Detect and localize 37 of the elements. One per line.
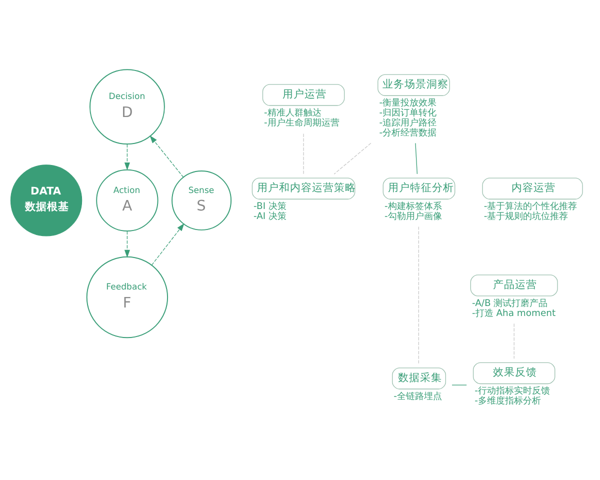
connector xyxy=(452,384,467,385)
arrow xyxy=(124,143,130,170)
node-box: 产品运营 xyxy=(470,274,558,296)
node-box: 效果反馈 xyxy=(472,362,556,384)
node-label: -A/B 测试打磨产品 xyxy=(472,297,548,308)
node-box: 数据采集 xyxy=(392,367,446,389)
connector xyxy=(415,142,418,174)
connector xyxy=(418,226,419,364)
node-label: -用户生命周期运营 xyxy=(264,116,340,128)
node-box: 内容运营 xyxy=(482,177,583,199)
node-box: 用户特征分析 xyxy=(382,177,456,199)
node-box: 用户运营 xyxy=(262,84,345,106)
node-label: -打造 Aha moment xyxy=(472,307,556,318)
node-label: -全链路埋点 xyxy=(394,390,442,402)
node-label: -分析经营数据 xyxy=(379,126,437,138)
node-label: -追踪用户路径 xyxy=(379,116,437,128)
connector xyxy=(303,132,304,174)
node-label: -构建标签体系 xyxy=(384,200,442,212)
node-label: -行动指标实时反馈 xyxy=(474,385,550,396)
node-circle: DATA 数据根基 xyxy=(10,164,82,236)
node-label: -AI 决策 xyxy=(254,210,287,222)
node-label: -基于算法的个性化推荐 xyxy=(484,200,578,212)
node-circle: Feedback F xyxy=(86,256,168,338)
arrow xyxy=(151,222,184,265)
node-box: 用户和内容运营策略 xyxy=(252,177,356,199)
connector xyxy=(334,142,372,174)
node-label: -多维度指标分析 xyxy=(474,395,541,406)
node-box: 业务场景洞察 xyxy=(378,74,450,96)
node-label: -精准人群触达 xyxy=(264,107,322,118)
node-label: -归因订单转化 xyxy=(379,107,437,118)
node-label: -基于规则的坑位推荐 xyxy=(484,210,568,222)
node-label: -衡量投放效果 xyxy=(379,97,437,108)
node-circle: Action A xyxy=(96,168,158,232)
arrow xyxy=(124,230,130,258)
arrow xyxy=(150,134,184,178)
node-label: -BI 决策 xyxy=(254,200,286,212)
node-label: -勾勒用户画像 xyxy=(384,210,442,222)
